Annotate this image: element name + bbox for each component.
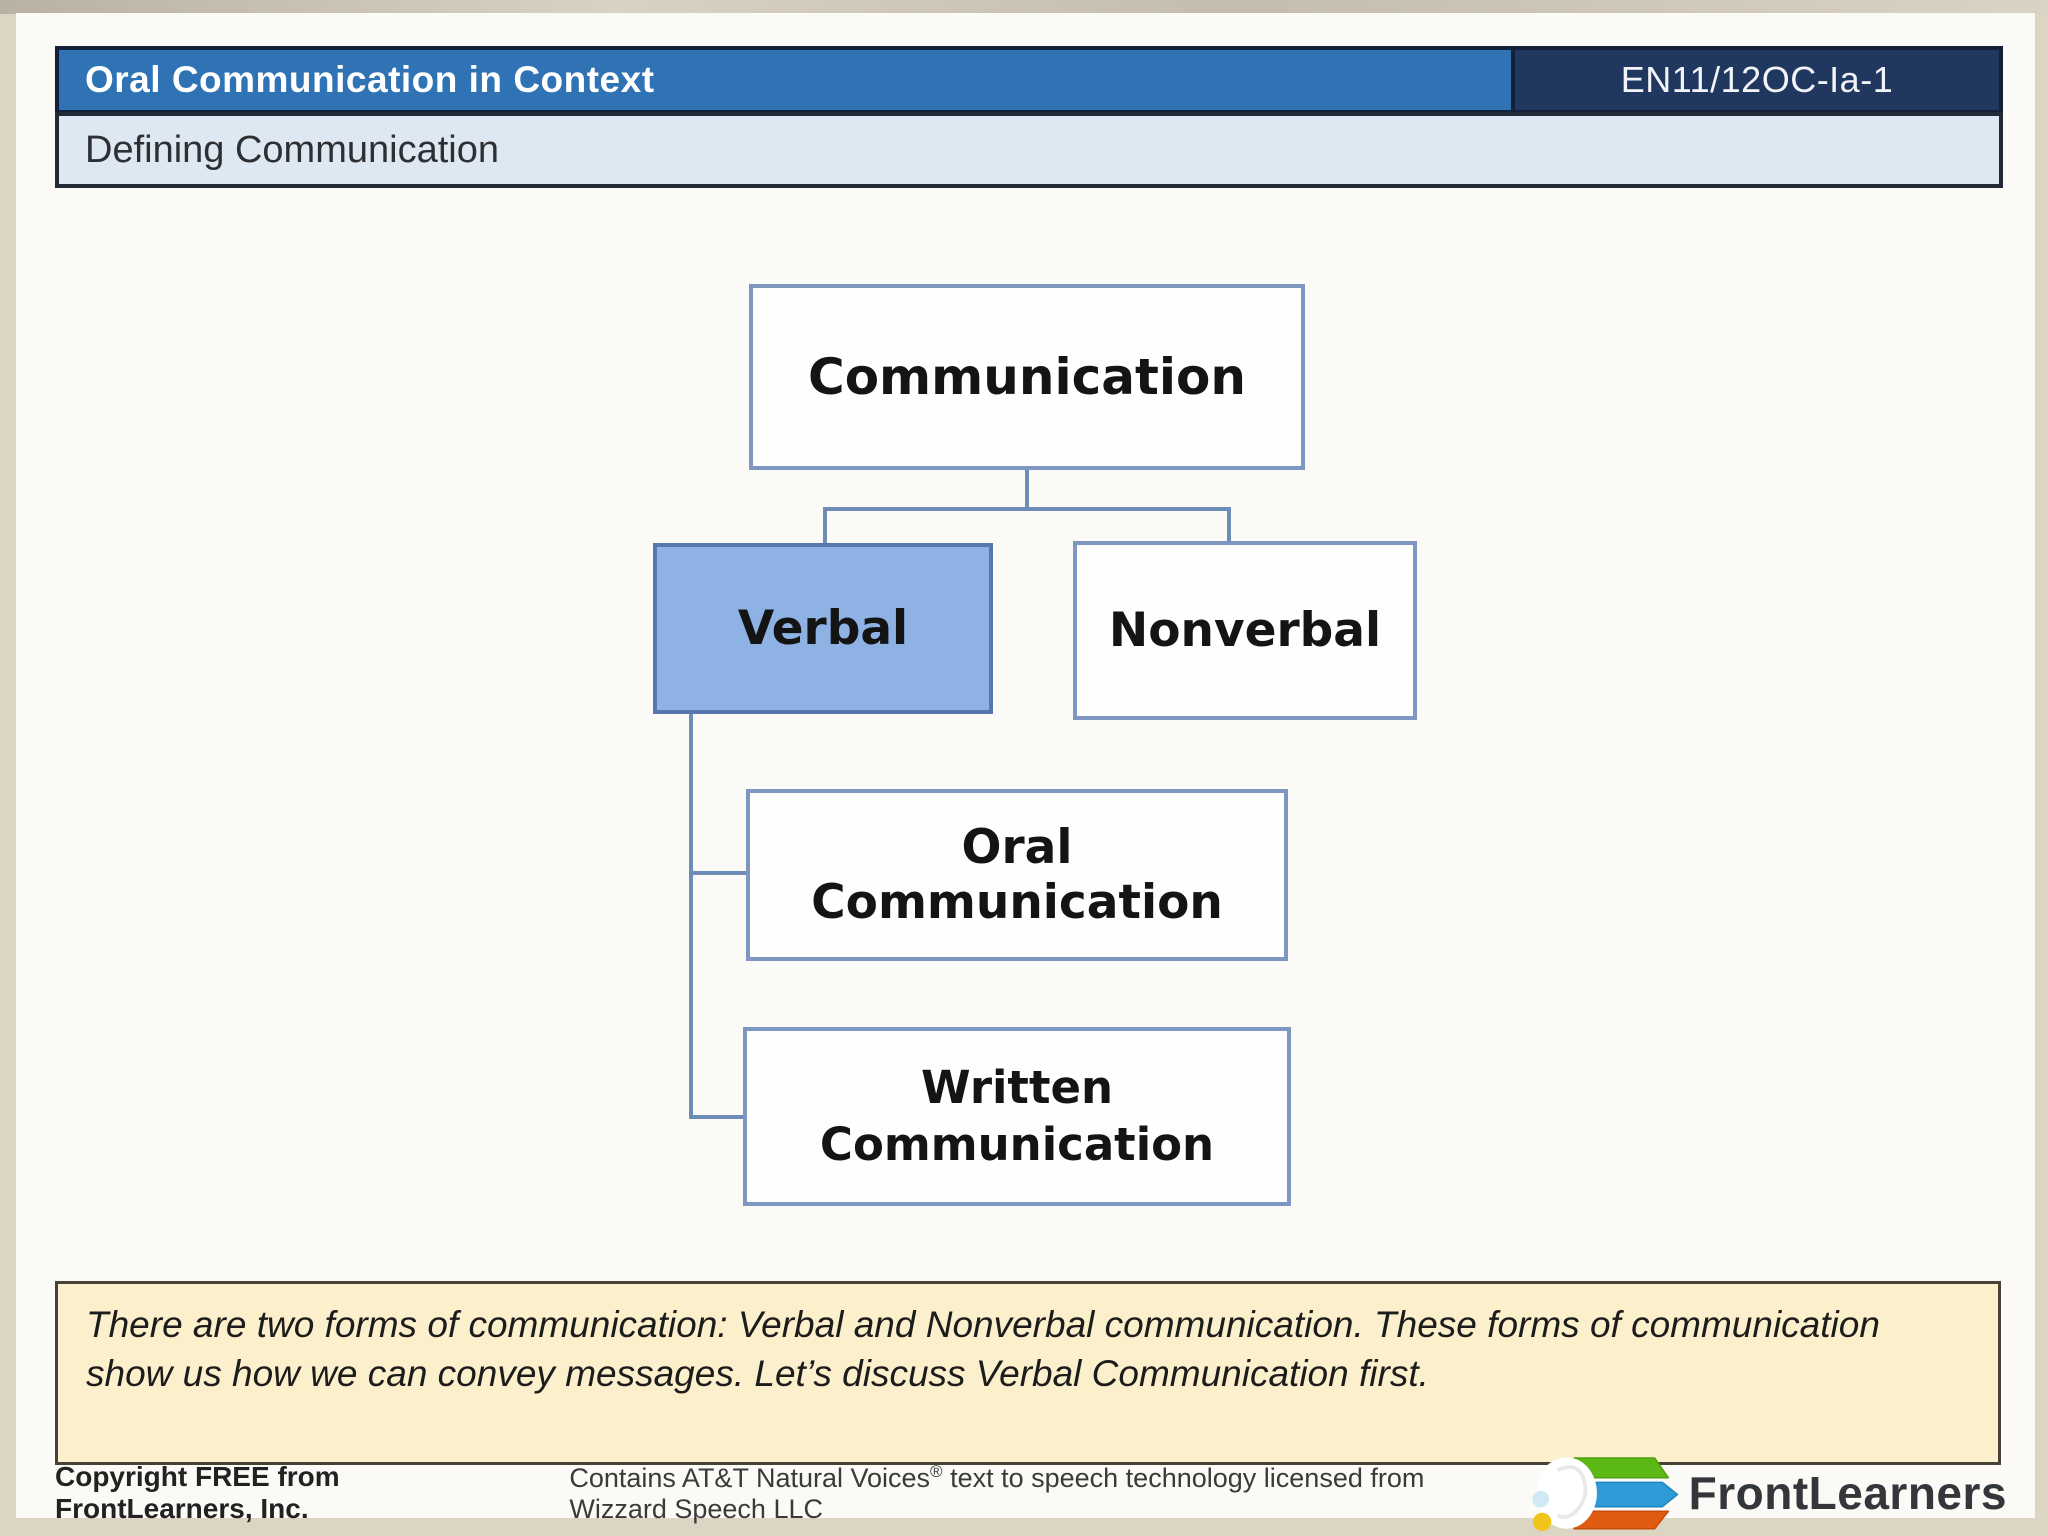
license-text: Contains AT&T Natural Voices® text to sp… [569, 1461, 1425, 1524]
diagram-node-oral-communication: Oral Communication [746, 789, 1288, 961]
lesson-code: EN11/12OC-Ia-1 [1620, 59, 1894, 100]
connector-root-stem [1025, 468, 1029, 511]
connector-drop-verbal [823, 507, 827, 545]
lesson-title-cell: Oral Communication in Context [59, 50, 1511, 110]
screen-top-edge [0, 0, 2048, 14]
frontlearners-logo: FrontLearners [1527, 1455, 2007, 1531]
diagram-node-nonverbal: Nonverbal [1073, 541, 1417, 720]
node-label: Communication [808, 348, 1246, 406]
node-label: Oral Communication [811, 820, 1223, 930]
diagram-node-written-communication: Written Communication [743, 1027, 1291, 1206]
frontlearners-logo-icon [1531, 1457, 1678, 1531]
node-label: Verbal [737, 601, 909, 656]
diagram-node-communication: Communication [749, 284, 1305, 470]
slide-canvas: Oral Communication in Context EN11/12OC-… [16, 13, 2035, 1531]
diagram-node-verbal: Verbal [653, 543, 993, 714]
registered-mark-icon: ® [930, 1461, 943, 1481]
lesson-code-cell: EN11/12OC-Ia-1 [1511, 50, 1999, 110]
footer-bar: Copyright FREE from FrontLearners, Inc. … [55, 1457, 2007, 1531]
lesson-title: Oral Communication in Context [85, 59, 655, 100]
connector-elbow-oral [689, 871, 747, 875]
node-label: Nonverbal [1108, 603, 1382, 658]
connector-root-crossbar [823, 507, 1231, 511]
narration-text: There are two forms of communication: Ve… [86, 1304, 1880, 1395]
narration-note-box: There are two forms of communication: Ve… [55, 1281, 2001, 1465]
connector-elbow-written [689, 1115, 744, 1119]
connector-drop-nonverbal [1227, 507, 1231, 543]
copyright-text: Copyright FREE from FrontLearners, Inc. [55, 1461, 340, 1524]
lesson-header-bar: Oral Communication in Context EN11/12OC-… [55, 46, 2003, 114]
node-label: Written Communication [819, 1061, 1215, 1171]
brand-name: FrontLearners [1688, 1467, 2007, 1519]
connector-verbal-stem [689, 712, 693, 1119]
topic-title: Defining Communication [85, 128, 499, 171]
topic-bar: Defining Communication [55, 112, 2003, 188]
